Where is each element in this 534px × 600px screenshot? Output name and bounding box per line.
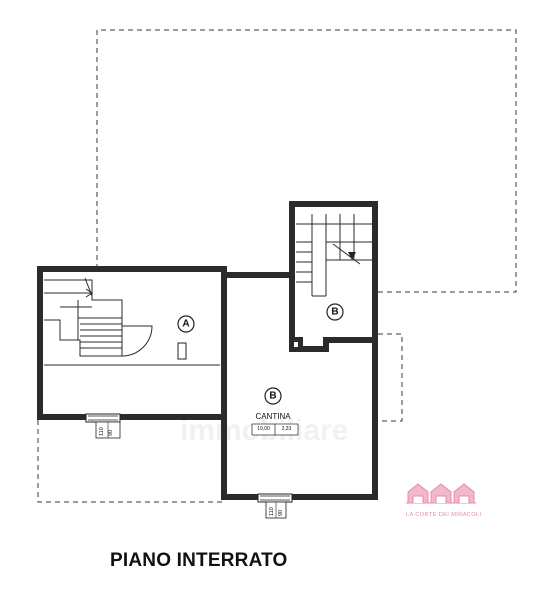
stair-room-b <box>296 214 372 297</box>
svg-text:90: 90 <box>108 430 114 436</box>
room-dimensions-box: 19,00 2,33 <box>251 423 299 436</box>
room-a-walls <box>37 266 227 420</box>
window-bottom: 110 90 <box>257 493 293 519</box>
room-b-stair-label: B <box>326 303 344 321</box>
logo-text: LA CORTE DEI MIRACOLI <box>406 512 481 518</box>
room-name-cantina: CANTINA <box>255 412 291 421</box>
svg-text:110: 110 <box>269 507 275 516</box>
upper-dashed-outline <box>96 29 517 293</box>
svg-text:B: B <box>331 307 338 318</box>
svg-text:110: 110 <box>99 427 105 436</box>
stair-room-a <box>44 277 220 366</box>
room-a-label: A <box>177 315 195 333</box>
svg-text:B: B <box>269 391 276 402</box>
svg-text:A: A <box>182 319 189 330</box>
left-dashed-outline <box>37 420 222 503</box>
room-b-main-label: B <box>264 387 282 405</box>
svg-text:19,00: 19,00 <box>257 426 270 432</box>
room-b-main-walls <box>221 272 378 500</box>
company-logo: LA CORTE DEI MIRACOLI <box>406 483 481 518</box>
svg-text:2,33: 2,33 <box>282 426 292 432</box>
room-b-stair-walls <box>289 201 378 352</box>
svg-text:90: 90 <box>278 510 284 516</box>
floor-title: PIANO INTERRATO <box>110 550 288 571</box>
logo-houses-icon <box>406 483 476 504</box>
pillar <box>177 342 187 360</box>
right-dashed-outline <box>378 333 403 422</box>
window-left: 110 90 <box>85 413 121 439</box>
